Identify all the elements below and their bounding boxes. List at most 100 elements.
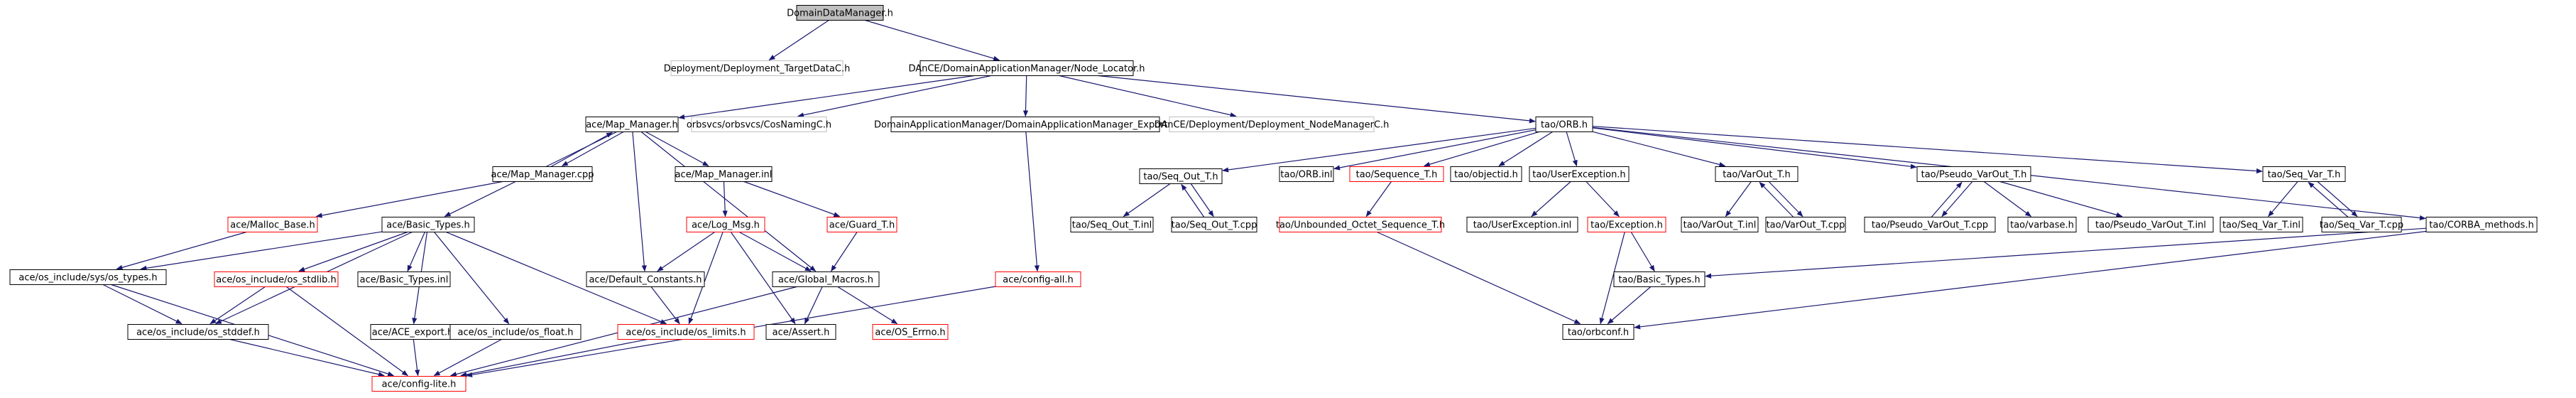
- node-basic-types-h[interactable]: ace/Basic_Types.h: [381, 217, 475, 232]
- node-label: tao/Seq_Out_T.inl: [1072, 220, 1152, 231]
- edge-domaindatamanager_h-to-node_locator_h: [865, 19, 1000, 61]
- node-label: DomainApplicationManager/DomainApplicati…: [874, 120, 1177, 131]
- node-label: tao/UserException.h: [1532, 170, 1625, 181]
- edge-unbounded_octet_h-to-orbconf_h: [1377, 231, 1581, 325]
- node-box: [449, 324, 582, 340]
- node-os-limits-h[interactable]: ace/os_include/os_limits.h: [617, 324, 755, 340]
- node-box: [890, 117, 1160, 132]
- node-label: Deployment/Deployment_TargetDataC.h: [664, 64, 851, 75]
- node-seq-var-t-cpp[interactable]: tao/Seq_Var_T.cpp: [2320, 217, 2403, 232]
- edge-map_manager_cpp-to-malloc_base_h: [315, 181, 503, 218]
- node-log-msg-h[interactable]: ace/Log_Msg.h: [686, 217, 765, 232]
- node-varout-t-cpp[interactable]: tao/VarOut_T.cpp: [1765, 217, 1846, 232]
- node-seq-var-t-h[interactable]: tao/Seq_Var_T.h: [2262, 166, 2346, 182]
- node-label: ace/config-all.h: [1003, 275, 1074, 286]
- node-box: [371, 376, 466, 392]
- node-os-errno-h[interactable]: ace/OS_Errno.h: [872, 324, 949, 340]
- node-box: [381, 217, 475, 232]
- node-orbconf-h[interactable]: tao/orbconf.h: [1562, 324, 1634, 340]
- node-basic-types-inl[interactable]: ace/Basic_Types.inl: [357, 271, 451, 287]
- node-box: [2087, 217, 2214, 232]
- edge-tao_basic_types_h-to-orbconf_h: [1607, 286, 1652, 325]
- node-cosnamingc-h[interactable]: orbsvcs/orbsvcs/CosNamingC.h: [687, 117, 831, 132]
- node-label: tao/VarOut_T.h: [1723, 170, 1790, 181]
- node-dam-export-h[interactable]: DomainApplicationManager/DomainApplicati…: [874, 117, 1177, 132]
- node-map-manager-h[interactable]: ace/Map_Manager.h: [585, 117, 679, 132]
- node-config-lite-h[interactable]: ace/config-lite.h: [371, 376, 466, 392]
- node-unbounded-octet-h[interactable]: tao/Unbounded_Octet_Sequence_T.h: [1276, 217, 1445, 232]
- node-config-all-h[interactable]: ace/config-all.h: [995, 271, 1081, 287]
- node-varout-t-h[interactable]: tao/VarOut_T.h: [1715, 166, 1799, 182]
- node-box: [2425, 217, 2538, 232]
- node-label: ace/config-lite.h: [382, 380, 457, 390]
- edge-os_float_h-to-config_lite_h: [433, 338, 502, 377]
- node-box: [772, 271, 880, 287]
- node-deployment-targetdatac-h[interactable]: Deployment/Deployment_TargetDataC.h: [664, 60, 851, 76]
- node-box: [127, 324, 269, 340]
- node-box: [670, 60, 844, 76]
- node-label: tao/orbconf.h: [1568, 328, 1629, 338]
- node-node-locator-h[interactable]: DAnCE/DomainApplicationManager/Node_Loca…: [908, 60, 1145, 76]
- node-ace-export-h[interactable]: ace/ACE_export.h: [370, 324, 455, 340]
- node-os-stdlib-h[interactable]: ace/os_include/os_stdlib.h: [214, 271, 339, 287]
- node-corba-methods-h[interactable]: tao/CORBA_methods.h: [2425, 217, 2538, 232]
- edge-domaindatamanager_h-to-deployment_targetdatac_h: [768, 20, 829, 60]
- node-assert-h[interactable]: ace/Assert.h: [765, 324, 836, 340]
- node-label: ace/OS_Errno.h: [875, 328, 945, 338]
- edge-sys_types_h-to-os_stddef_h: [102, 284, 182, 325]
- node-seq-out-t-h[interactable]: tao/Seq_Out_T.h: [1139, 168, 1223, 184]
- node-os-stddef-h[interactable]: ace/os_include/os_stddef.h: [127, 324, 269, 340]
- edge-basic_types_h-to-os_float_h: [434, 232, 510, 325]
- node-seq-var-t-inl[interactable]: tao/Seq_Var_T.inl: [2220, 217, 2303, 232]
- node-seq-out-t-cpp[interactable]: tao/Seq_Out_T.cpp: [1171, 217, 1257, 232]
- node-os-float-h[interactable]: ace/os_include/os_float.h: [449, 324, 582, 340]
- node-box: [1139, 168, 1223, 184]
- node-tao-orb-h[interactable]: tao/ORB.h: [1535, 117, 1593, 132]
- node-box: [1765, 217, 1846, 232]
- node-sequence-t-h[interactable]: tao/Sequence_T.h: [1349, 166, 1444, 182]
- node-pseudo-varout-t-inl[interactable]: tao/Pseudo_VarOut_T.inl: [2087, 217, 2214, 232]
- node-label: tao/objectid.h: [1454, 170, 1518, 181]
- node-pseudo-varout-t-h[interactable]: tao/Pseudo_VarOut_T.h: [1916, 166, 2031, 182]
- node-userexception-inl[interactable]: tao/UserException.inl: [1466, 217, 1578, 232]
- node-pseudo-varout-t-cpp[interactable]: tao/Pseudo_VarOut_T.cpp: [1864, 217, 1996, 232]
- node-box: [492, 166, 593, 182]
- node-map-manager-inl[interactable]: ace/Map_Manager.inl: [675, 166, 773, 182]
- dependency-edges: [102, 19, 2427, 377]
- node-box: [765, 324, 836, 340]
- node-label: ace/Basic_Types.h: [386, 220, 469, 231]
- node-box: [1916, 166, 2031, 182]
- edge-tao_orb_h-to-orb_inl: [1333, 129, 1537, 171]
- node-label: ace/Log_Msg.h: [692, 220, 760, 231]
- edge-tao_orb_h-to-pseudo_varout_t_h: [1592, 127, 1917, 169]
- node-box: [617, 324, 755, 340]
- edge-basic_types_h-to-sys_types_h: [140, 231, 383, 271]
- node-sys-types-h[interactable]: ace/os_include/sys/os_types.h: [9, 269, 167, 285]
- node-default-constants-h[interactable]: ace/Default_Constants.h: [586, 271, 705, 287]
- node-varbase-h[interactable]: tao/varbase.h: [2007, 217, 2077, 232]
- node-exception-h[interactable]: tao/Exception.h: [1587, 217, 1666, 232]
- edge-sequence_t_h-to-unbounded_octet_h: [1365, 181, 1392, 217]
- file-nodes: DomainDataManager.hDeployment/Deployment…: [9, 5, 2538, 392]
- node-userexception-h[interactable]: tao/UserException.h: [1529, 166, 1630, 182]
- edge-tao_orb_h-to-seq_out_t_h: [1222, 127, 1537, 173]
- node-tao-basic-types-h[interactable]: tao/Basic_Types.h: [1613, 271, 1705, 287]
- node-global-macros-h[interactable]: ace/Global_Macros.h: [772, 271, 880, 287]
- node-box: [1169, 117, 1375, 132]
- node-box: [1529, 166, 1630, 182]
- node-label: tao/Basic_Types.h: [1618, 275, 1700, 286]
- node-seq-out-t-inl[interactable]: tao/Seq_Out_T.inl: [1070, 217, 1154, 232]
- node-map-manager-cpp[interactable]: ace/Map_Manager.cpp: [491, 166, 594, 182]
- node-label: tao/Pseudo_VarOut_T.cpp: [1872, 220, 1988, 231]
- node-domaindatamanager-h[interactable]: DomainDataManager.h: [787, 5, 893, 21]
- node-guard-t-h[interactable]: ace/Guard_T.h: [826, 217, 897, 232]
- node-varout-t-inl[interactable]: tao/VarOut_T.inl: [1681, 217, 1759, 232]
- node-orb-inl[interactable]: tao/ORB.inl: [1279, 166, 1334, 182]
- node-box: [1715, 166, 1799, 182]
- node-node-managerc-h[interactable]: DAnCE/Deployment/Deployment_NodeManagerC…: [1155, 117, 1390, 132]
- node-box: [686, 217, 765, 232]
- node-box: [1171, 217, 1257, 232]
- edge-map_manager_h-to-map_manager_cpp: [561, 131, 624, 167]
- node-objectid-h[interactable]: tao/objectid.h: [1450, 166, 1522, 182]
- node-malloc-base-h[interactable]: ace/Malloc_Base.h: [227, 217, 318, 232]
